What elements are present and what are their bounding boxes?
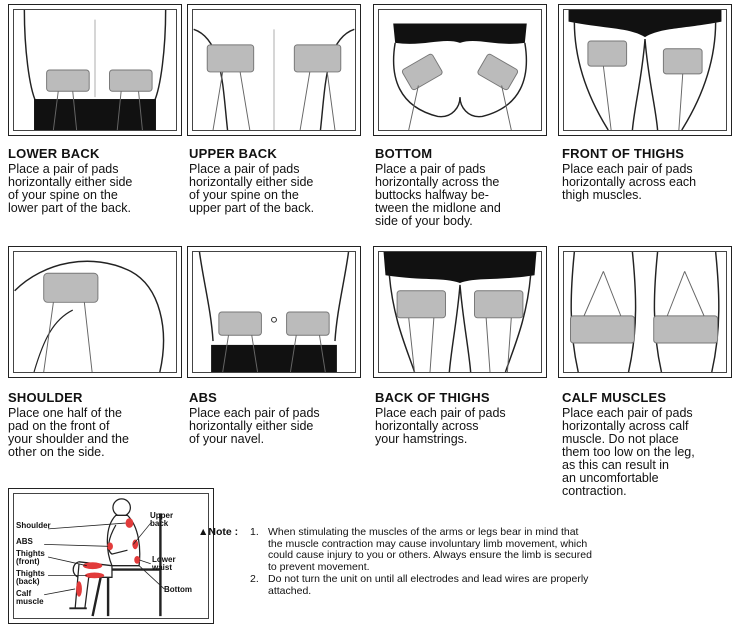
upper-back-illustration: [187, 4, 361, 136]
label-lower-waist: Lower waist: [152, 555, 176, 572]
label-thighs-front: Thights (front): [16, 549, 45, 566]
label-abs: ABS: [16, 537, 33, 546]
calf-muscles-illustration: [558, 246, 732, 378]
section-title: SHOULDER: [8, 390, 83, 405]
section-title: FRONT OF THIGHS: [562, 146, 685, 161]
back-of-thighs-illustration: [373, 246, 547, 378]
bottom-illustration: [373, 4, 547, 136]
seated-body-diagram: Shoulder ABS Thights (front) Thights (ba…: [8, 488, 214, 624]
note-heading: ▲Note :: [198, 526, 239, 538]
shoulder-illustration: [8, 246, 182, 378]
label-calf: Calf muscle: [16, 589, 44, 606]
label-thighs-back: Thights (back): [16, 569, 45, 586]
label-upper-back: Upper back: [150, 511, 174, 528]
abs-illustration: [187, 246, 361, 378]
section-title: CALF MUSCLES: [562, 390, 667, 405]
section-title: BOTTOM: [375, 146, 433, 161]
label-shoulder: Shoulder: [16, 521, 51, 530]
section-title: ABS: [189, 390, 218, 405]
lower-back-illustration: [8, 4, 182, 136]
section-title: BACK OF THIGHS: [375, 390, 490, 405]
label-bottom: Bottom: [164, 585, 192, 594]
section-title: UPPER BACK: [189, 146, 277, 161]
section-title: LOWER BACK: [8, 146, 100, 161]
front-of-thighs-illustration: [558, 4, 732, 136]
